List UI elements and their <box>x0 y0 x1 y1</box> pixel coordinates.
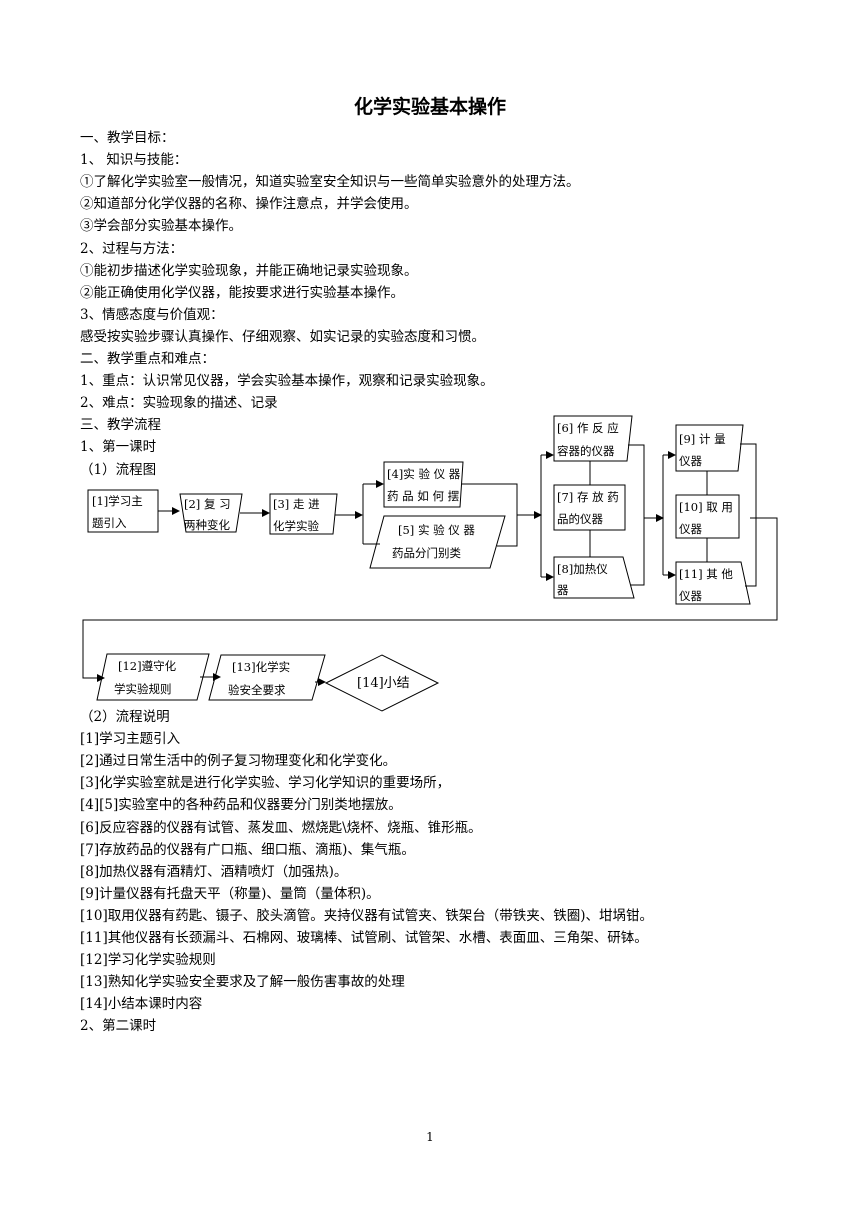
node-9-label-b: 仪器 <box>679 454 702 468</box>
node-6-label-a: [6] 作 反 应 <box>557 421 619 435</box>
node-13-label-b: 验安全要求 <box>228 683 286 697</box>
node-6-label-b: 容器的仪器 <box>557 444 615 458</box>
explanation-line-6: [6]反应容器的仪器有试管、蒸发皿、燃烧匙\烧杯、烧瓶、锥形瓶。 <box>80 819 482 836</box>
explanation-line-15: 2、第二课时 <box>80 1018 157 1035</box>
node-12-label-a: [12]遵守化 <box>118 659 177 673</box>
text-line-14: 三、教学流程 <box>80 417 161 434</box>
node-11-label-a: [11] 其 他 <box>679 567 733 581</box>
node-11-label-b: 仪器 <box>679 589 702 603</box>
explanation-line-5: [4][5]实验室中的各种药品和仪器要分门别类地摆放。 <box>80 797 402 814</box>
node-5-shape <box>369 515 506 569</box>
explanation-line-10: [10]取用仪器有药匙、镊子、胶头滴管。夹持仪器有试管夹、铁架台（带铁夹、铁圈)… <box>80 907 653 924</box>
node-3-label-a: [3] 走 进 <box>273 497 320 511</box>
text-line-9: 3、情感态度与价值观： <box>80 306 224 323</box>
explanation-line-1: （2）流程说明 <box>80 709 170 725</box>
node-10-label-b: 仪器 <box>679 522 702 536</box>
node-12-label-b: 学实验规则 <box>114 682 172 696</box>
node-1-label-a: [1]学习主 <box>92 494 143 508</box>
flowchart: [1]学习主 题引入 [2] 复 习 两种变化 [3] 走 进 化学实验 [4]… <box>82 415 778 712</box>
group1-right-bus <box>628 444 645 586</box>
text-line-6: 2、过程与方法： <box>80 240 184 257</box>
text-line-7: ①能初步描述化学实验现象，并能正确地记录实验现象。 <box>80 262 418 279</box>
explanation-line-13: [13]熟知化学实验安全要求及了解一般伤害事故的处理 <box>80 974 405 991</box>
node-5-label-b: 药品分门别类 <box>392 546 461 560</box>
explanation-line-2: [1]学习主题引入 <box>80 731 181 748</box>
explanation-line-11: [11]其他仪器有长颈漏斗、石棉网、玻璃棒、试管刷、试管架、水槽、表面皿、三角架… <box>80 930 648 946</box>
text-line-11: 二、教学重点和难点： <box>80 351 215 367</box>
text-line-15: 1、第一课时 <box>80 439 157 456</box>
node-3-shape <box>269 493 338 535</box>
node-3-label-b: 化学实验 <box>273 519 319 533</box>
node-11-shape <box>675 561 751 605</box>
explanation-line-7: [7]存放药品的仪器有广口瓶、细口瓶、滴瓶)、集气瓶。 <box>80 841 415 858</box>
explanation-line-12: [12]学习化学实验规则 <box>80 952 216 969</box>
explanation-line-9: [9]计量仪器有托盘天平（称量)、量筒（量体积)。 <box>80 885 380 902</box>
page-title: 化学实验基本操作 <box>353 96 506 118</box>
text-line-2: 1、 知识与技能： <box>80 152 188 169</box>
text-line-1: 一、教学目标： <box>80 130 175 146</box>
node-8-shape <box>553 556 635 599</box>
node-4-label-a: [4]实 验 仪 器 <box>387 467 461 481</box>
wrap-connector <box>82 517 778 682</box>
explanation-line-4: [3]化学实验室就是进行化学实验、学习化学知识的重要场所， <box>80 775 451 792</box>
node-4-label-b: 药 品 如 何 摆 <box>387 489 459 503</box>
node-9-shape <box>675 424 744 472</box>
text-line-13: 2、难点：实验现象的描述、记录 <box>80 395 278 412</box>
node-12-shape <box>96 653 210 701</box>
text-line-5: ③学会部分实验基本操作。 <box>80 218 242 235</box>
node-6-shape <box>553 415 633 462</box>
node-13-label-a: [13]化学实 <box>232 660 290 674</box>
node-14-label: [14]小结 <box>357 676 410 691</box>
explanation-line-3: [2]通过日常生活中的例子复习物理变化和化学变化。 <box>80 753 397 770</box>
explanation-line-8: [8]加热仪器有酒精灯、酒精喷灯（加强热)。 <box>80 863 348 880</box>
node-10-label-a: [10] 取 用 <box>679 500 733 514</box>
node-2-label-b: 两种变化 <box>184 518 230 532</box>
node-14-shape <box>324 654 440 712</box>
text-line-16: （1）流程图 <box>80 461 157 478</box>
text-line-8: ②能正确使用化学仪器，能按要求进行实验基本操作。 <box>80 284 404 301</box>
node-2-shape <box>179 493 243 533</box>
node-2-label-a: [2] 复 习 <box>184 497 231 511</box>
text-line-12: 1、重点：认识常见仪器，学会实验基本操作，观察和记录实验现象。 <box>80 373 494 390</box>
node-13-shape <box>208 654 326 701</box>
node-4-shape <box>383 461 464 508</box>
explanation-line-14: [14]小结本课时内容 <box>80 996 203 1013</box>
group2-right-bus <box>740 443 757 587</box>
node-8-label-b: 器 <box>557 583 569 597</box>
node-9-label-a: [9] 计 量 <box>679 432 726 446</box>
node-7-label-a: [7] 存 放 药 <box>557 490 619 504</box>
text-line-10: 感受按实验步骤认真操作、仔细观察、如实记录的实验态度和习惯。 <box>80 328 485 345</box>
text-line-3: ①了解化学实验室一般情况，知道实验室安全知识与一些简单实验意外的处理方法。 <box>80 174 580 191</box>
node-8-label-a: [8]加热仪 <box>557 562 608 576</box>
node-5-label-a: [5] 实 验 仪 器 <box>398 523 475 537</box>
node-7-label-b: 品的仪器 <box>557 512 603 526</box>
node-1-label-b: 题引入 <box>92 516 127 530</box>
page-number: 1 <box>426 1130 434 1144</box>
text-line-4: ②知道部分化学仪器的名称、操作注意点，并学会使用。 <box>80 196 418 213</box>
